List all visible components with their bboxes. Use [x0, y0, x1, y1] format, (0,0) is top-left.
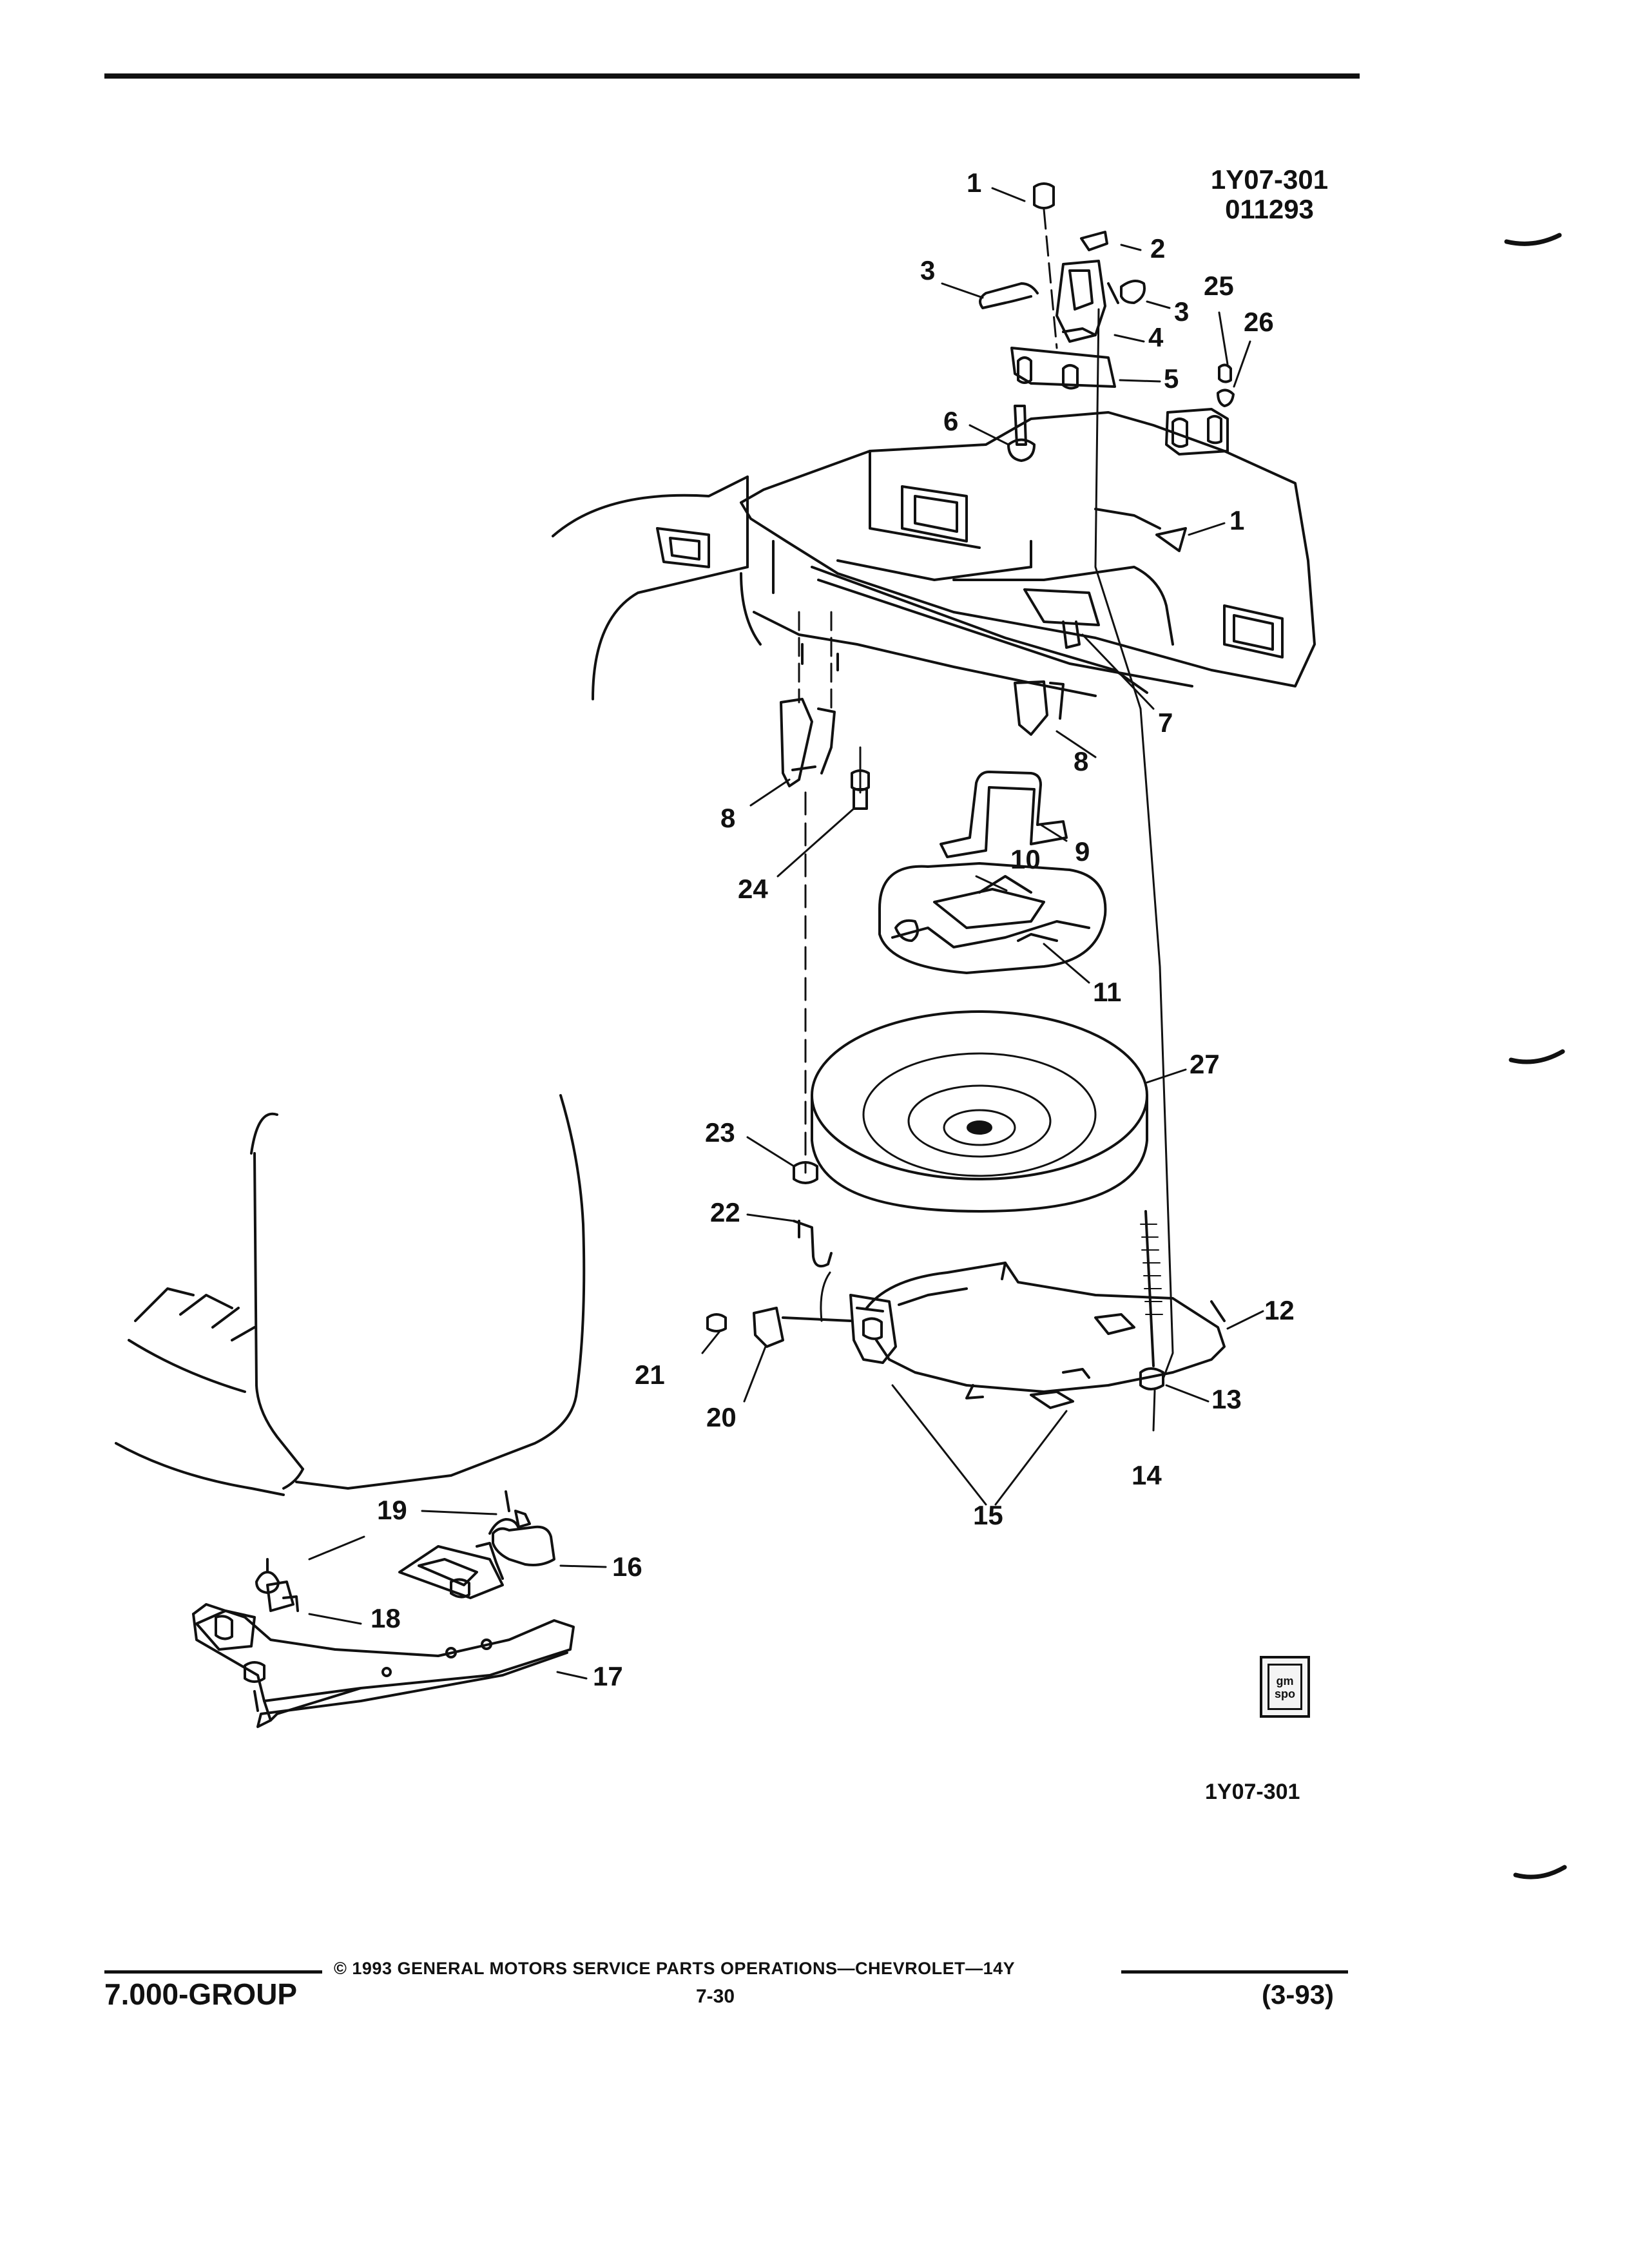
footer-rule-left [104, 1970, 322, 1974]
callout-8-left: 8 [720, 803, 736, 833]
callout-3-right: 3 [1174, 296, 1190, 327]
footer-rule-right [1121, 1970, 1348, 1974]
bottom-diagram-code: 1Y07-301 [1205, 1780, 1300, 1804]
bolt-21 [706, 1313, 727, 1332]
callout-22: 22 [710, 1197, 740, 1227]
bolt-24 [851, 769, 870, 810]
callout-27: 27 [1190, 1049, 1220, 1079]
hook-22 [793, 1220, 833, 1267]
footer-date: (3-93) [1262, 1979, 1335, 2010]
edge-mark [1504, 233, 1562, 246]
center-line [1043, 208, 1058, 349]
callout-9: 9 [1075, 836, 1090, 867]
bracket-7 [1023, 527, 1187, 649]
callout-17: 17 [593, 1661, 623, 1691]
callout-13: 13 [1211, 1384, 1242, 1414]
leader-lines [308, 187, 1264, 1680]
hold-down-rod [1094, 308, 1174, 1380]
bracket-8-left [780, 698, 836, 787]
footer-group: 7.000-GROUP [104, 1977, 298, 2011]
callout-3-left: 3 [920, 255, 936, 285]
callout-24: 24 [738, 874, 768, 904]
callout-11: 11 [1093, 977, 1122, 1007]
top-rule [104, 73, 1360, 79]
jack-assembly [878, 862, 1107, 974]
edge-mark [1513, 1865, 1567, 1879]
callout-14: 14 [1132, 1460, 1162, 1490]
jack-mount-bracket [979, 182, 1235, 462]
callout-15: 15 [973, 1500, 1003, 1530]
callout-26: 26 [1244, 307, 1274, 337]
gm-spo-logo-inner: gm spo [1268, 1664, 1302, 1710]
callout-25: 25 [1204, 271, 1234, 301]
diagram-code-date: 011293 [1225, 194, 1314, 224]
callout-1-top: 1 [967, 168, 982, 198]
bracket-20 [753, 1307, 852, 1348]
diagram-code: 1Y07-301 011293 [1186, 165, 1353, 224]
logo-text-gm: gm [1276, 1675, 1294, 1687]
footer-copyright: © 1993 GENERAL MOTORS SERVICE PARTS OPER… [334, 1959, 1016, 1978]
callout-6: 6 [943, 406, 959, 436]
lower-frame [192, 1490, 575, 1728]
bracket-8-right [1014, 680, 1065, 736]
guide-line [820, 1271, 831, 1322]
rear-body-panel [552, 411, 1316, 700]
threaded-rod [1139, 1210, 1164, 1390]
gm-spo-logo: gm spo [1260, 1656, 1310, 1718]
callout-2: 2 [1150, 233, 1166, 264]
edge-mark [1509, 1049, 1565, 1064]
callout-4: 4 [1148, 322, 1164, 352]
callout-18: 18 [371, 1603, 401, 1633]
callout-1-mid: 1 [1229, 505, 1245, 535]
fender-outline [115, 1094, 586, 1496]
callout-21: 21 [635, 1360, 665, 1390]
callout-23: 23 [705, 1117, 735, 1148]
footer-page-number: 7-30 [695, 1986, 735, 2007]
logo-text-spo: spo [1274, 1687, 1295, 1700]
callout-20: 20 [706, 1402, 737, 1432]
callout-7: 7 [1158, 707, 1173, 738]
callout-16: 16 [612, 1552, 642, 1582]
callout-5: 5 [1164, 363, 1179, 394]
spare-tire [811, 1010, 1148, 1213]
callout-10: 10 [1010, 844, 1041, 874]
diagram-code-id: 1Y07-301 [1210, 164, 1329, 195]
callout-19: 19 [377, 1495, 407, 1525]
tire-carrier [849, 1262, 1226, 1409]
retainer-strap-9 [940, 771, 1068, 858]
nut-23 [793, 1161, 818, 1184]
callout-8-right: 8 [1074, 746, 1089, 776]
callout-12: 12 [1264, 1295, 1295, 1325]
